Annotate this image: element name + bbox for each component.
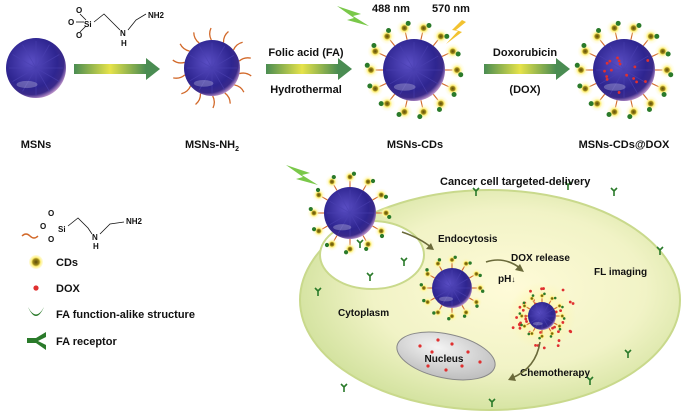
- step3-bottom-label: (DOX): [509, 84, 541, 96]
- fa-receptor-icon: [314, 287, 322, 296]
- svg-text:H: H: [93, 242, 99, 251]
- arrow-step-1: [74, 58, 160, 80]
- legend-receptor-icon: [27, 332, 46, 350]
- cell-flash-icon: [286, 165, 318, 185]
- fa-receptor-icon: [340, 383, 348, 392]
- fa-receptor-icon: [656, 246, 664, 255]
- excitation-flash-icon: [337, 6, 369, 26]
- legend: O O O Si N H NH2 CDs DOX FA function-ali…: [21, 209, 195, 350]
- svg-text:O: O: [76, 31, 82, 40]
- releasing-particle: [528, 302, 556, 330]
- svg-text:NH2: NH2: [148, 11, 165, 20]
- legend-silane-structure: O O O Si N H NH2: [21, 209, 143, 251]
- cd-shell-endocytosed: [418, 254, 486, 322]
- legend-cd-icon: [29, 255, 43, 269]
- dox-loaded-dots: [603, 56, 650, 94]
- approaching-particle: [324, 187, 376, 239]
- stage-label-msns-nh2: MSNs-NH2: [185, 139, 239, 153]
- svg-text:Si: Si: [84, 20, 92, 29]
- svg-text:N: N: [120, 29, 126, 38]
- msn-particle: [6, 38, 66, 98]
- msn-nh2-particle: [184, 40, 240, 96]
- svg-text:Si: Si: [58, 225, 66, 234]
- legend-cds-label: CDs: [56, 257, 78, 269]
- fa-receptor-icon: [400, 257, 408, 266]
- svg-text:O: O: [68, 18, 74, 27]
- svg-text:NH2: NH2: [126, 217, 143, 226]
- nucleus-dox-dot: [466, 350, 470, 354]
- svg-text:O: O: [76, 6, 82, 15]
- fa-receptor-icon: [366, 272, 374, 281]
- legend-fa-icon: [28, 307, 44, 316]
- emission-flash-icon: [446, 20, 466, 44]
- step2-top-label: Folic acid (FA): [268, 47, 344, 59]
- svg-text:O: O: [48, 235, 54, 244]
- aminosilane-structure: O O O Si N H NH2: [68, 6, 165, 48]
- ph-label: pH↓: [498, 274, 515, 285]
- emission-label: 570 nm: [432, 3, 470, 15]
- step3-top-label: Doxorubicin: [493, 47, 557, 59]
- cd-shell-approaching: [307, 170, 393, 256]
- nucleus-dox-dot: [444, 368, 448, 372]
- nucleus-label: Nucleus: [425, 354, 464, 365]
- cancer-cell: [299, 189, 681, 411]
- fa-receptor-icon: [564, 181, 572, 190]
- endocytosis-label: Endocytosis: [438, 234, 498, 245]
- nucleus-dox-dots: [418, 338, 482, 372]
- stage-label-msns-cds: MSNs-CDs: [387, 139, 443, 151]
- cd-shell-msns-cds-dox: [573, 20, 675, 120]
- nucleus-dox-dot: [418, 344, 422, 348]
- excitation-label: 488 nm: [372, 3, 410, 15]
- fa-receptor-icon: [624, 349, 632, 358]
- fa-receptor-icon: [610, 187, 618, 196]
- endocytosed-particle: [432, 268, 472, 308]
- nucleus-dox-dot: [450, 342, 454, 346]
- nucleus-dox-dot: [436, 338, 440, 342]
- svg-text:H: H: [121, 39, 127, 48]
- fa-receptor-icon: [488, 398, 496, 407]
- cancer-cell-title: Cancer cell targeted-delivery: [440, 176, 591, 188]
- process-arrows: [401, 231, 541, 381]
- svg-text:N: N: [92, 233, 98, 242]
- nanoparticles-layer: [6, 20, 675, 350]
- legend-fa-label: FA function-alike structure: [56, 309, 195, 321]
- msn-cds-dox-particle: [593, 39, 655, 101]
- legend-dox-label: DOX: [56, 283, 81, 295]
- fl-imaging-label: FL imaging: [594, 267, 647, 278]
- cd-shell-msns-cds: [363, 20, 465, 120]
- amine-chains: [172, 27, 252, 109]
- step2-bottom-label: Hydrothermal: [270, 84, 342, 96]
- nucleus-dox-dot: [478, 360, 482, 364]
- arrow-step-2: [266, 58, 352, 80]
- cytoplasm-label: Cytoplasm: [338, 308, 389, 319]
- fa-receptor-icon: [472, 187, 480, 196]
- cd-shell-releasing: [517, 291, 567, 341]
- svg-text:O: O: [48, 209, 54, 218]
- legend-dox-icon: [33, 285, 39, 291]
- stage-label-msns: MSNs: [21, 139, 52, 151]
- svg-text:O: O: [40, 222, 46, 231]
- fa-receptor-icon: [586, 376, 594, 385]
- fa-receptors: [314, 181, 664, 407]
- legend-receptor-label: FA receptor: [56, 336, 117, 348]
- nucleus-dox-dot: [430, 350, 434, 354]
- dox-release-label: DOX release: [511, 253, 570, 264]
- nucleus-dox-dot: [426, 364, 430, 368]
- msn-cds-particle: [383, 39, 445, 101]
- nucleus-dox-dot: [460, 364, 464, 368]
- chemotherapy-label: Chemotherapy: [520, 368, 590, 379]
- stage-label-msns-cds-dox: MSNs-CDs@DOX: [579, 139, 670, 151]
- arrow-step-3: [484, 58, 570, 80]
- nucleus: [396, 331, 496, 381]
